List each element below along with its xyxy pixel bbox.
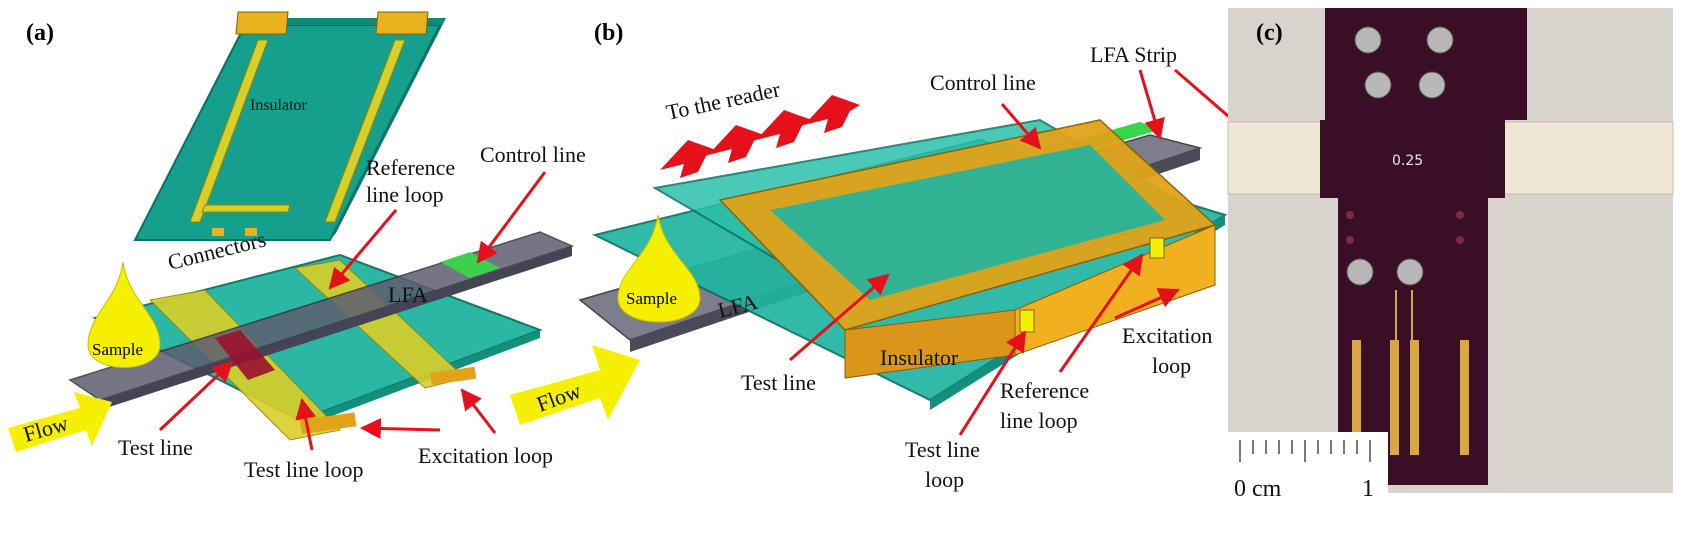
panel-b-label: (b) bbox=[594, 20, 623, 46]
ruler-ticks bbox=[1239, 440, 1371, 462]
photo-ruler: 0 cm 1 bbox=[1228, 432, 1388, 502]
test-line-label-a: Test line bbox=[118, 435, 193, 460]
reference-line-loop-label-2: line loop bbox=[366, 182, 444, 207]
control-line-arrow-b bbox=[1000, 103, 1042, 150]
excitation-loop-label-b1: Excitation bbox=[1122, 323, 1212, 348]
panel-a-label: (a) bbox=[26, 20, 54, 46]
control-line-arrow-a bbox=[476, 171, 547, 264]
excitation-loop-arrow-b bbox=[1114, 288, 1180, 320]
sample-drop-b: Sample bbox=[617, 214, 701, 323]
flow-arrow-b: Flow bbox=[510, 345, 640, 425]
excitation-loop-label-a: Excitation loop bbox=[418, 443, 553, 468]
photo-pcb: 0.25 bbox=[1320, 8, 1527, 485]
insulator-label-b: Insulator bbox=[880, 345, 959, 370]
test-line-loop-label-a: Test line loop bbox=[244, 457, 363, 482]
flow-label-a: Flow bbox=[20, 410, 70, 447]
test-line-loop-label-b1: Test line bbox=[905, 437, 980, 462]
test-line-loop-arrow-b bbox=[958, 330, 1027, 436]
excitation-loop-label-b2: loop bbox=[1152, 353, 1191, 378]
gold-loop-b bbox=[718, 119, 1217, 379]
board-marking: 0.25 bbox=[1392, 153, 1423, 169]
panel-a: (a) Insulator Connectors bbox=[8, 11, 586, 482]
reference-line-loop-arrow-b bbox=[1058, 253, 1144, 373]
excitation-loop-arrow-a2 bbox=[460, 388, 497, 434]
reader-arrows bbox=[660, 95, 860, 178]
panel-c-label: (c) bbox=[1256, 20, 1283, 46]
test-line-loop-label-b2: loop bbox=[925, 467, 964, 492]
control-line-label-a: Control line bbox=[480, 142, 586, 167]
sample-label-a: Sample bbox=[92, 340, 143, 359]
scale-start-label: 0 cm bbox=[1234, 476, 1282, 502]
sample-drop-a: Sample bbox=[87, 261, 161, 368]
sample-label-b: Sample bbox=[626, 289, 677, 308]
scale-end-label: 1 bbox=[1362, 476, 1374, 502]
test-line-arrow-a bbox=[158, 360, 234, 432]
panel-b: (b) To the reader bbox=[510, 20, 1252, 492]
test-line-loop-arrow-a bbox=[295, 397, 317, 451]
insulator-top-label: Insulator bbox=[250, 97, 308, 114]
control-line-label-b: Control line bbox=[930, 70, 1036, 95]
flow-arrow-a: Flow bbox=[8, 392, 112, 452]
top-insulator-board: Insulator bbox=[133, 11, 446, 241]
reference-line-loop-label-b2: line loop bbox=[1000, 408, 1078, 433]
lfa-label-a: LFA bbox=[388, 282, 428, 307]
to-the-reader-label: To the reader bbox=[664, 76, 783, 125]
excitation-loop-arrow-a1 bbox=[359, 417, 441, 439]
lfa-strip-arrow-1 bbox=[1138, 69, 1165, 141]
reference-line-loop-label-1: Reference bbox=[366, 155, 455, 180]
reference-line-loop-arrow bbox=[328, 209, 398, 290]
reference-line-loop-label-b1: Reference bbox=[1000, 378, 1089, 403]
lfa-strip-label: LFA Strip bbox=[1090, 42, 1177, 67]
panel-c: 0.25 (c) 0 cm 1 bbox=[1227, 8, 1674, 502]
test-line-label-b: Test line bbox=[741, 370, 816, 395]
test-line-arrow-b bbox=[789, 273, 890, 362]
